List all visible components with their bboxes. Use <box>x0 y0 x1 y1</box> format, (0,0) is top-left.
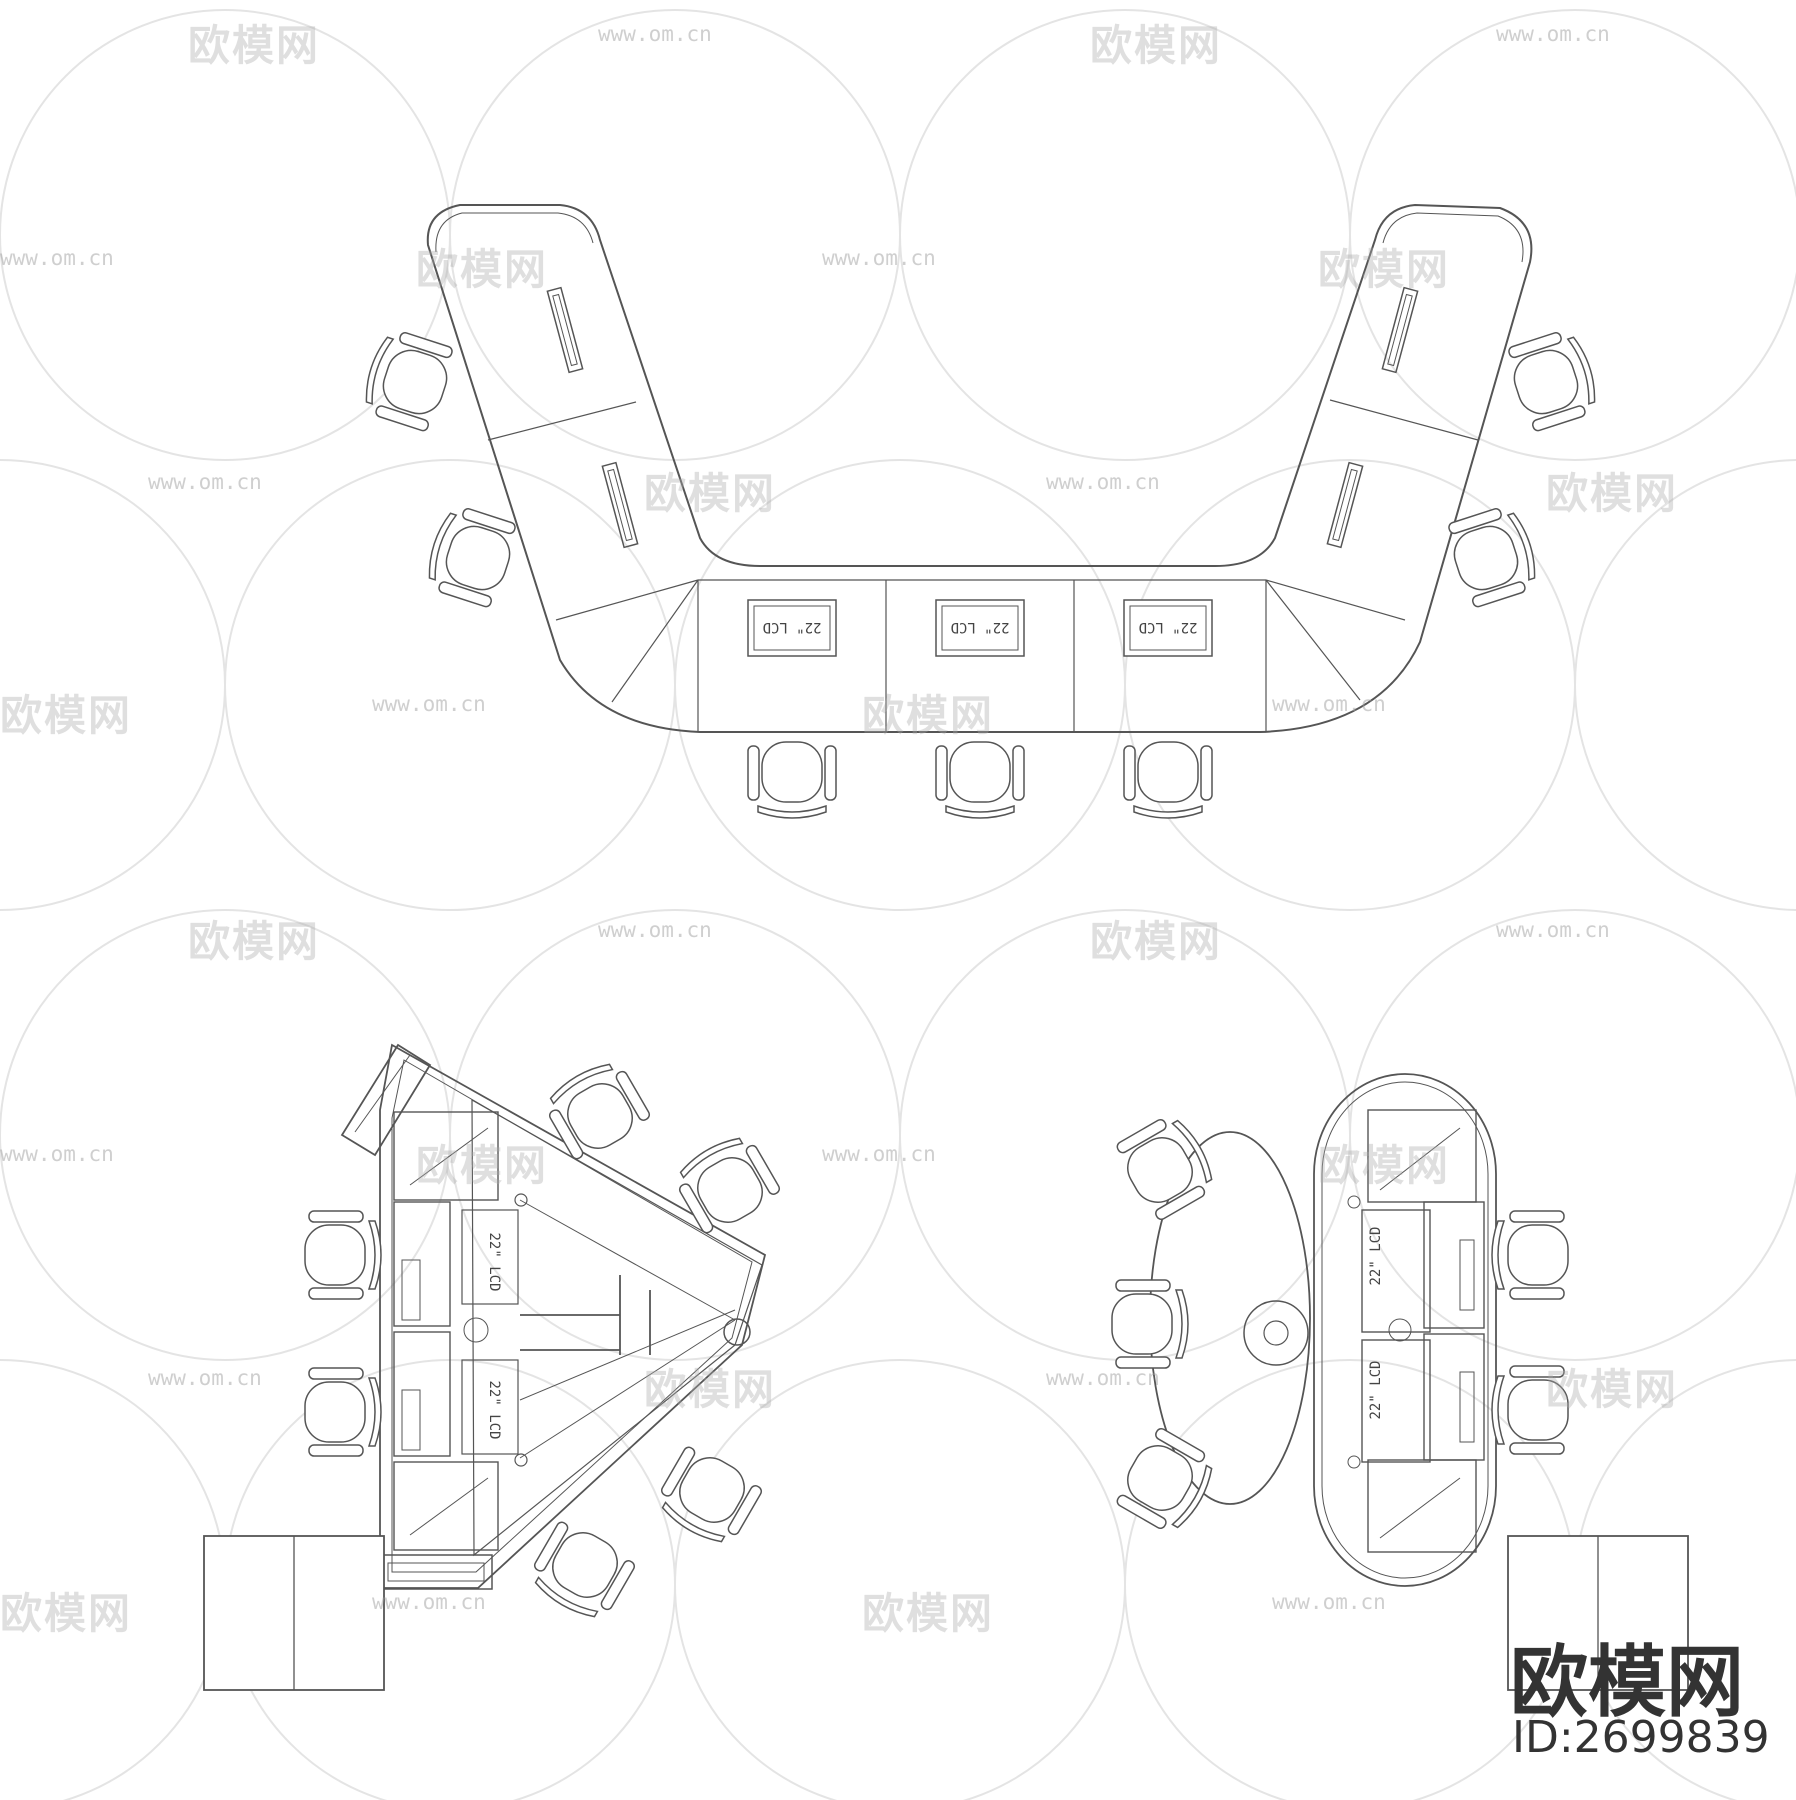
cable-slot <box>546 286 584 374</box>
office-chair <box>1491 1210 1569 1300</box>
office-chair <box>1111 1424 1223 1540</box>
office-chair <box>419 501 521 610</box>
monitor-label: 22" LCD <box>486 1380 502 1439</box>
watermark-arc-pattern <box>0 9 1796 1800</box>
right-cluster-chairs <box>1111 1108 1569 1540</box>
u-shaped-workstation <box>426 203 1533 733</box>
monitor-label: 22" LCD <box>950 619 1009 635</box>
monitor-label: 22" LCD <box>486 1232 502 1291</box>
office-chair <box>1123 741 1213 819</box>
monitor-label: 22" LCD <box>1368 1360 1384 1419</box>
office-chair <box>1443 501 1545 610</box>
top-chairs <box>356 325 1605 819</box>
cable-slot <box>1326 461 1364 549</box>
monitor-label: 22" LCD <box>762 619 821 635</box>
capsule-workstation <box>1149 1073 1497 1587</box>
triangular-workstation <box>340 1043 767 1590</box>
office-chair <box>523 1516 639 1628</box>
office-chair <box>747 741 837 819</box>
office-chair <box>1503 325 1605 434</box>
cable-slot <box>601 461 639 549</box>
office-chair <box>304 1367 382 1457</box>
office-chair <box>304 1210 382 1300</box>
office-chair <box>1111 1108 1223 1224</box>
office-chair <box>1491 1365 1569 1455</box>
monitor-label: 22" LCD <box>1368 1226 1384 1285</box>
monitor-label: 22" LCD <box>1138 619 1197 635</box>
office-chair <box>650 1441 766 1553</box>
office-chair <box>356 325 458 434</box>
office-chair <box>935 741 1025 819</box>
